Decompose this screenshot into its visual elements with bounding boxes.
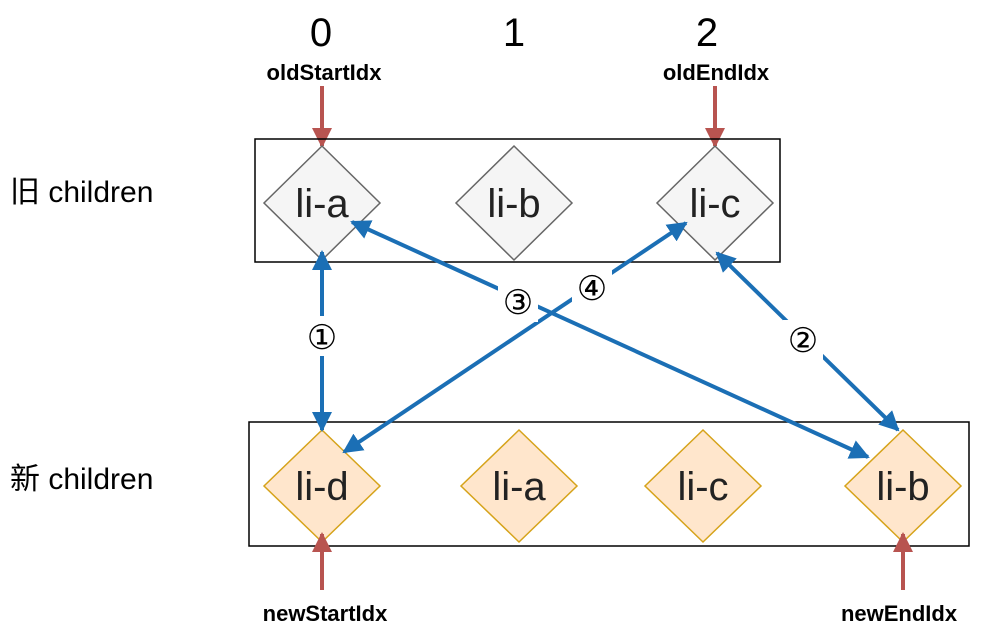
step-label-2-group: ② <box>783 320 823 361</box>
old-node-label: li-b <box>487 182 540 226</box>
old-start-pointer-label: oldStartIdx <box>267 60 383 85</box>
compare-arrow-4 <box>342 221 688 454</box>
new-end-pointer-label: newEndIdx <box>841 601 958 626</box>
new-children-label: 新 children <box>10 463 153 496</box>
new-node-label: li-a <box>492 465 546 509</box>
step-label-1-group: ① <box>302 316 342 358</box>
step-label-4-group: ④ <box>572 268 612 309</box>
new-node-li-a: li-a <box>459 428 579 544</box>
step-label-1: ① <box>307 318 337 358</box>
new-node-li-c: li-c <box>643 428 763 544</box>
old-end-pointer-label: oldEndIdx <box>663 60 770 85</box>
step-label-2: ② <box>788 321 818 361</box>
old-node-li-c: li-c <box>655 144 775 262</box>
index-label-0: 0 <box>310 11 332 55</box>
step-label-4: ④ <box>577 269 607 309</box>
new-node-li-b: li-b <box>843 428 963 544</box>
new-node-label: li-d <box>295 465 348 509</box>
step-label-3: ③ <box>503 283 533 323</box>
old-node-li-b: li-b <box>454 144 574 262</box>
index-label-2: 2 <box>696 11 718 55</box>
new-node-label: li-b <box>876 465 929 509</box>
new-start-pointer-label: newStartIdx <box>263 601 388 626</box>
old-children-label: 旧 children <box>10 176 153 209</box>
new-node-li-d: li-d <box>262 428 382 544</box>
old-node-label: li-c <box>689 182 740 226</box>
old-node-li-a: li-a <box>262 144 382 262</box>
step-label-3-group: ③ <box>498 282 538 323</box>
old-node-label: li-a <box>295 182 349 226</box>
index-label-1: 1 <box>503 11 525 55</box>
new-node-label: li-c <box>677 465 728 509</box>
